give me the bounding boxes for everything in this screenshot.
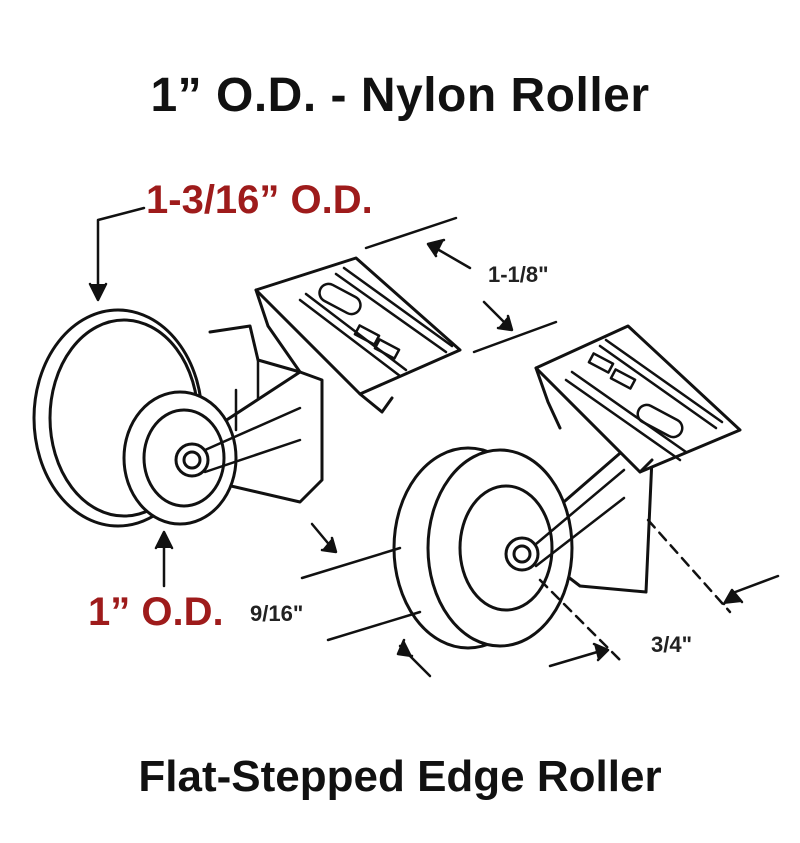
right-roller-assembly xyxy=(392,324,742,650)
left-roller-assembly xyxy=(32,256,462,528)
bracket-width-label: 1-1/8" xyxy=(488,262,549,287)
right-plate-slots xyxy=(564,338,724,462)
right-top-plate xyxy=(534,324,742,474)
large-od-leader xyxy=(96,206,146,298)
large-wheel-od-label: 1-3/16” O.D. xyxy=(146,178,373,222)
product-name: Flat-Stepped Edge Roller xyxy=(138,752,662,801)
height-label: 9/16" xyxy=(250,601,304,626)
dimension-lines xyxy=(88,206,780,678)
depth-extension-left xyxy=(538,578,622,662)
depth-label: 3/4" xyxy=(651,632,693,657)
width-extension-top xyxy=(364,216,458,250)
height-extension-top xyxy=(300,546,402,580)
height-extension-bottom xyxy=(326,610,422,642)
left-plate-slots xyxy=(298,266,454,378)
left-axle xyxy=(174,442,210,478)
page-title: 1” O.D. - Nylon Roller xyxy=(150,69,650,122)
small-wheel-od-label: 1” O.D. xyxy=(88,590,224,634)
depth-extension-right xyxy=(646,518,732,614)
right-axle xyxy=(504,536,540,572)
width-extension-bottom xyxy=(472,320,558,354)
